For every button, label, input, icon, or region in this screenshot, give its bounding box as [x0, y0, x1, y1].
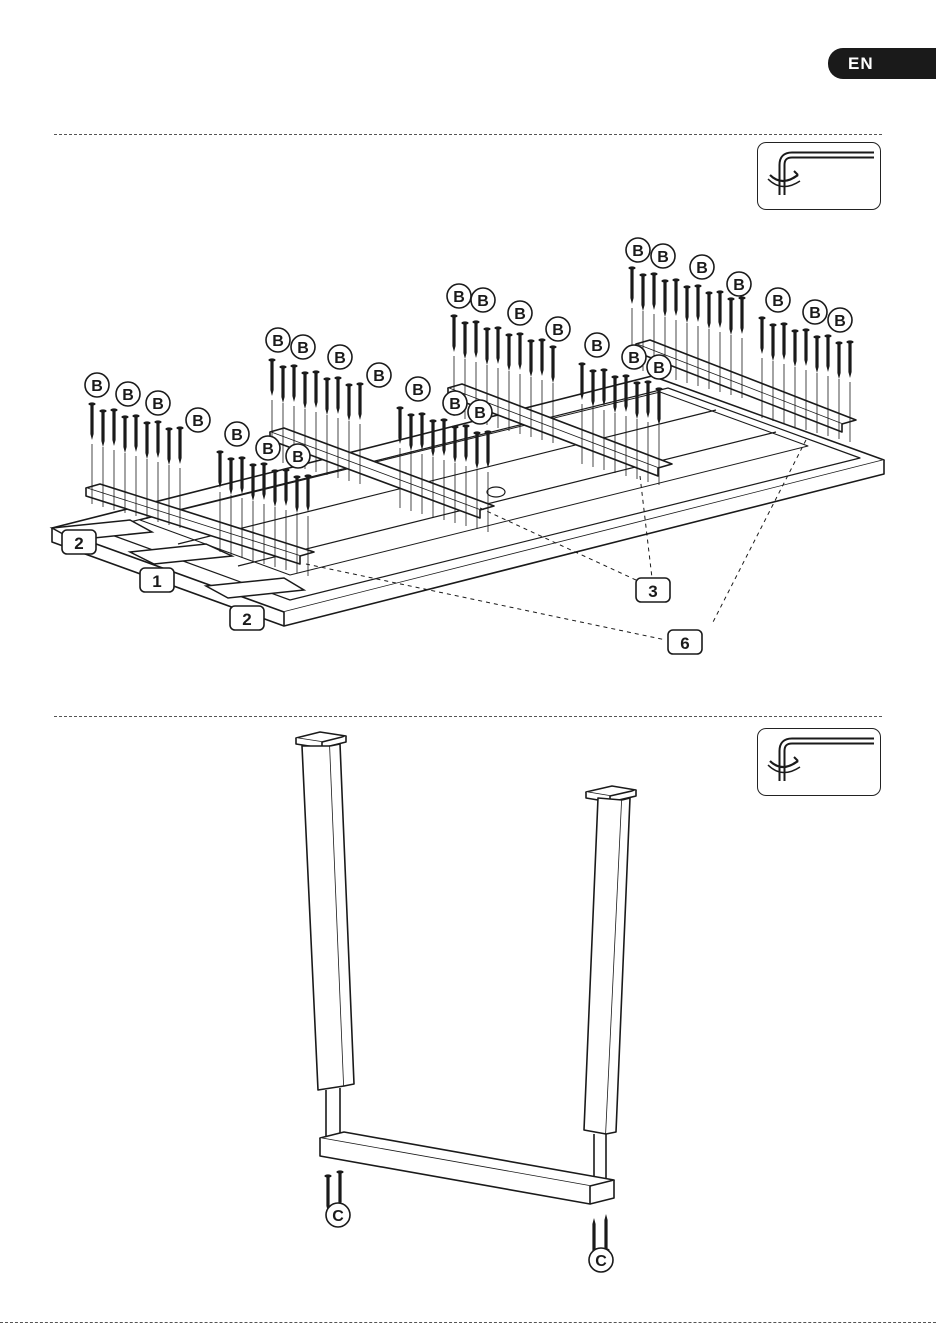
screw-b: [791, 329, 798, 367]
screw-b: [527, 339, 534, 377]
screw-b: [396, 406, 403, 444]
screw-b: [121, 415, 128, 453]
hardware-label-c-right: C: [595, 1253, 607, 1270]
screw-b: [758, 316, 765, 354]
hardware-label-b: B: [657, 249, 669, 266]
screw-b: [494, 326, 501, 364]
part-tag-center-rail: 1: [140, 568, 174, 592]
c-labels: C C: [326, 1203, 613, 1272]
screw-b: [356, 382, 363, 420]
part-tag-right-rail: 2: [230, 606, 264, 630]
screw-b: [738, 296, 745, 334]
screw-b: [323, 377, 330, 415]
screw-b: [639, 273, 646, 311]
screw-b: [110, 408, 117, 446]
hardware-label-b: B: [591, 338, 603, 355]
part-tag-crossbar: 3: [636, 578, 670, 602]
screw-b: [143, 421, 150, 459]
screw-b: [505, 333, 512, 371]
screw-b: [312, 370, 319, 408]
hardware-label-b: B: [262, 441, 274, 458]
screw-b: [813, 335, 820, 373]
part-tag-frame: 6: [668, 630, 702, 654]
screw-b: [727, 297, 734, 335]
screw-b: [672, 278, 679, 316]
screw-b: [683, 285, 690, 323]
screw-b: [846, 340, 853, 378]
screw-b: [154, 420, 161, 458]
screw-b: [216, 450, 223, 488]
leg-frame: [296, 732, 636, 1204]
hardware-label-b: B: [552, 322, 564, 339]
screw-b: [483, 327, 490, 365]
part-label-left-rail: 2: [74, 534, 83, 553]
hardware-label-b: B: [412, 382, 424, 399]
hardware-label-b: B: [809, 305, 821, 322]
hardware-label-b: B: [231, 427, 243, 444]
part-label-crossbar: 3: [648, 582, 657, 601]
screw-b: [279, 365, 286, 403]
hardware-label-b: B: [772, 293, 784, 310]
screw-b: [835, 341, 842, 379]
screw-b: [628, 266, 635, 304]
screw-b: [780, 322, 787, 360]
hardware-label-b: B: [373, 368, 385, 385]
screw-b: [824, 334, 831, 372]
screw-b: [268, 358, 275, 396]
screw-b: [345, 383, 352, 421]
hardware-label-b: B: [653, 360, 665, 377]
screw-b: [301, 371, 308, 409]
screw-b: [88, 402, 95, 440]
hardware-label-b: B: [272, 333, 284, 350]
screw-b: [461, 321, 468, 359]
screw-b: [334, 376, 341, 414]
screw-b: [694, 284, 701, 322]
hardware-label-b: B: [474, 405, 486, 422]
hardware-label-b: B: [514, 306, 526, 323]
hardware-label-b: B: [628, 350, 640, 367]
hardware-label-b: B: [334, 350, 346, 367]
screw-b: [538, 338, 545, 376]
screw-b: [165, 427, 172, 465]
screw-b: [549, 345, 556, 383]
screw-b: [516, 332, 523, 370]
hardware-label-b: B: [292, 449, 304, 466]
part-label-frame: 6: [680, 634, 689, 653]
screw-b: [450, 314, 457, 352]
screw-b: [99, 409, 106, 447]
screw-b: [176, 426, 183, 464]
hardware-label-b: B: [297, 340, 309, 357]
part-label-right-rail: 2: [242, 610, 251, 629]
screw-b: [661, 279, 668, 317]
hardware-label-b: B: [122, 387, 134, 404]
hardware-label-b: B: [449, 396, 461, 413]
hardware-label-b: B: [453, 289, 465, 306]
hardware-label-b: B: [91, 378, 103, 395]
screw-b: [290, 364, 297, 402]
hardware-label-b: B: [696, 260, 708, 277]
screw-b: [716, 290, 723, 328]
hardware-label-b: B: [632, 243, 644, 260]
screw-b: [132, 414, 139, 452]
screw-b: [769, 323, 776, 361]
hardware-label-b: B: [192, 413, 204, 430]
hardware-label-b: B: [477, 293, 489, 310]
hardware-label-b: B: [733, 277, 745, 294]
hardware-label-c-left: C: [332, 1208, 344, 1225]
screw-b: [650, 272, 657, 310]
part-label-center-rail: 1: [152, 572, 161, 591]
hardware-label-b: B: [834, 313, 846, 330]
hardware-label-b: B: [152, 396, 164, 413]
screw-b: [705, 291, 712, 329]
screw-b: [802, 328, 809, 366]
part-tag-left-rail: 2: [62, 530, 96, 554]
screw-b: [472, 320, 479, 358]
